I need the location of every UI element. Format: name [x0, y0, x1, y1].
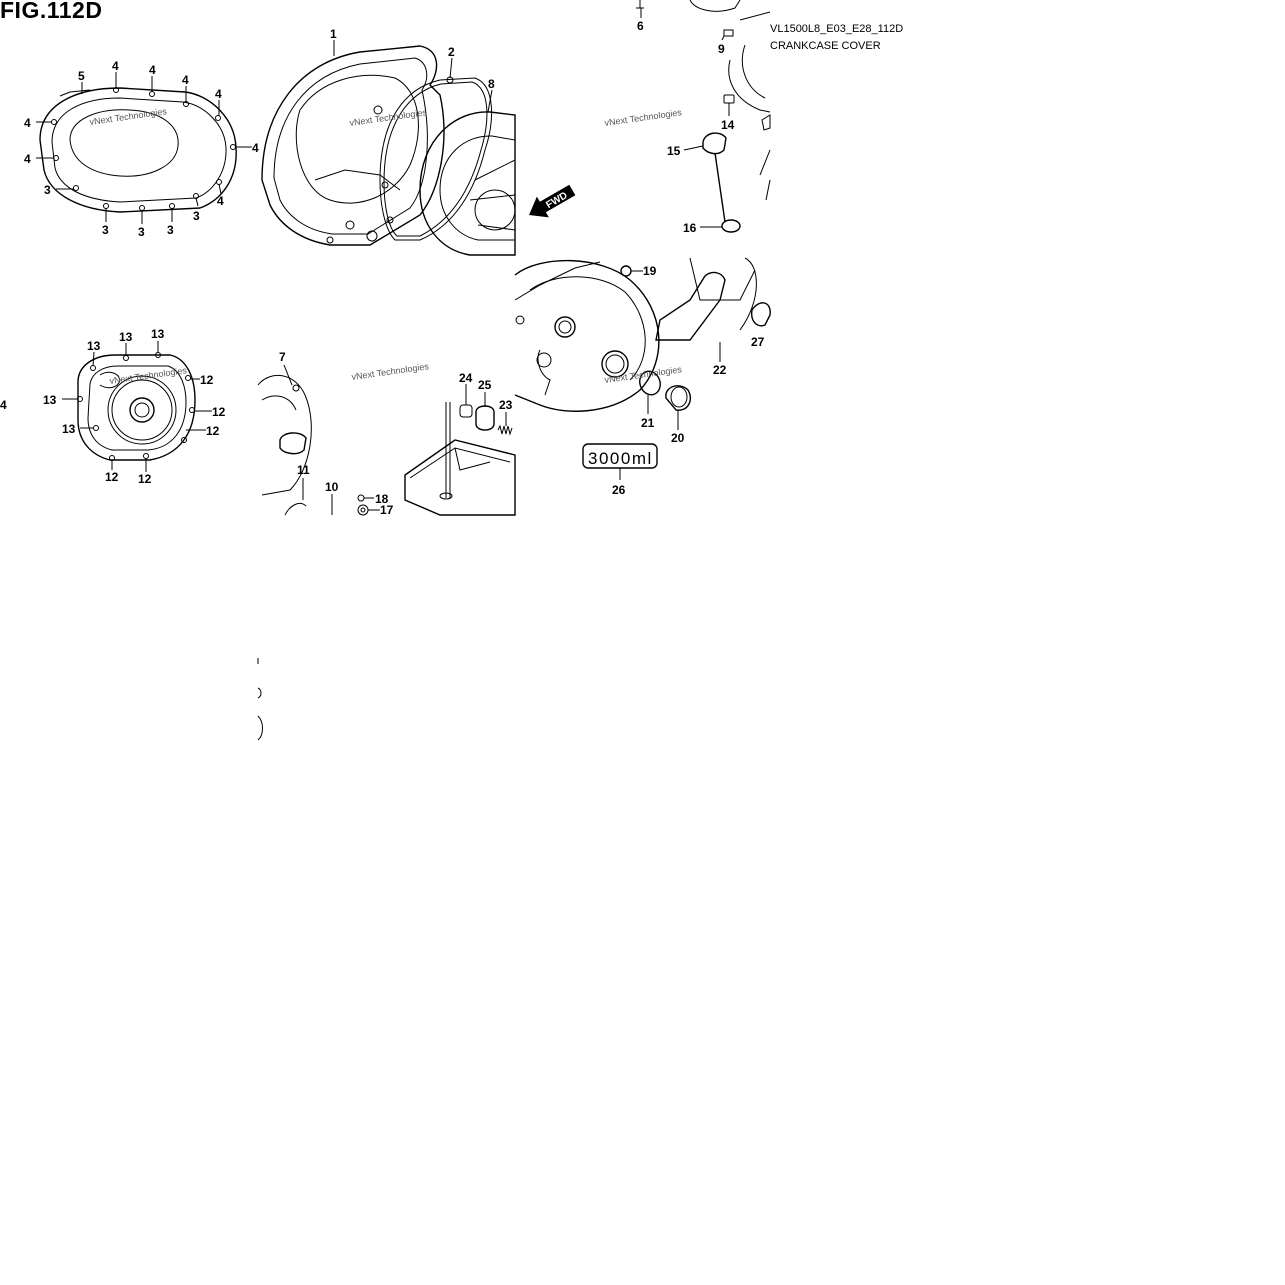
- watermark-4: vNext Technologies: [109, 365, 188, 386]
- callout-4-edge: 4: [0, 398, 7, 412]
- callout-17: 17: [380, 503, 394, 517]
- clutch-plate: [419, 111, 516, 256]
- watermark-2: vNext Technologies: [349, 107, 428, 128]
- callout-4f: 4: [217, 194, 224, 208]
- top-right-parts: 6 9 14 15 16: [636, 0, 771, 235]
- callout-12c: 12: [206, 424, 220, 438]
- generator-cover-labels: 13 13 13 13 13 12 12 12 12 12 4: [0, 327, 226, 486]
- callout-11: 11: [297, 463, 310, 477]
- forward-arrow: FWD: [529, 184, 576, 218]
- callout-16: 16: [683, 221, 697, 235]
- callout-13b: 13: [119, 330, 133, 344]
- watermark-3: vNext Technologies: [604, 107, 683, 128]
- watermark-6: vNext Technologies: [604, 364, 683, 385]
- callout-4d: 4: [215, 87, 222, 101]
- cover-gasket: [379, 77, 493, 241]
- stray-fragments: [257, 658, 263, 741]
- clutch-cover-outer: [39, 87, 237, 213]
- callout-3a: 3: [44, 183, 51, 197]
- callout-12e: 12: [138, 472, 152, 486]
- callout-12a: 12: [200, 373, 214, 387]
- callout-3b: 3: [102, 223, 109, 237]
- watermark-5: vNext Technologies: [351, 361, 430, 382]
- crankcase-right: 19 22 27 21 20: [514, 257, 771, 445]
- callout-10: 10: [325, 480, 339, 494]
- callout-5: 5: [78, 69, 85, 83]
- callout-25: 25: [478, 378, 492, 392]
- callout-13e: 13: [62, 422, 76, 436]
- inner-cover-labels: 1 2 8: [330, 27, 495, 113]
- clutch-cover-outer-labels: 4 5 4 4 4 4 4 4 4 3 3 3 3 3: [24, 59, 259, 239]
- callout-21: 21: [641, 416, 655, 430]
- callout-3c: 3: [138, 225, 145, 239]
- callout-4a: 4: [112, 59, 119, 73]
- callout-24: 24: [459, 371, 473, 385]
- diagram-subtitle: CRANKCASE COVER: [770, 40, 881, 52]
- callout-20: 20: [671, 431, 685, 445]
- callout-4h: 4: [24, 152, 31, 166]
- callout-6: 6: [637, 19, 644, 33]
- middle-center-parts: 7 11 10 18 17 24 25: [257, 350, 516, 517]
- figure-title: FIG.112D: [0, 0, 103, 23]
- callout-3d: 3: [167, 223, 174, 237]
- callout-18: 18: [375, 492, 389, 506]
- callout-15: 15: [667, 144, 681, 158]
- oil-capacity-label: 3000ml 26: [582, 443, 658, 497]
- generator-cover: [77, 352, 196, 461]
- callout-12d: 12: [105, 470, 119, 484]
- capacity-text: 3000ml: [588, 449, 653, 468]
- callout-26: 26: [612, 483, 626, 497]
- callout-12b: 12: [212, 405, 226, 419]
- callout-4b: 4: [149, 63, 156, 77]
- callout-13d: 13: [43, 393, 57, 407]
- callout-4c: 4: [182, 73, 189, 87]
- callout-4e: 4: [252, 141, 259, 155]
- callout-13c: 13: [151, 327, 165, 341]
- callout-13a: 13: [87, 339, 101, 353]
- watermark-1: vNext Technologies: [89, 106, 168, 127]
- forward-label: FWD: [544, 190, 569, 211]
- callout-7: 7: [279, 350, 286, 364]
- callout-4g: 4: [24, 116, 31, 130]
- callout-1: 1: [330, 27, 337, 41]
- callout-9: 9: [718, 42, 725, 56]
- callout-19: 19: [643, 264, 657, 278]
- callout-27: 27: [751, 335, 765, 349]
- callout-2: 2: [448, 45, 455, 59]
- callout-8: 8: [488, 77, 495, 91]
- callout-22: 22: [713, 363, 727, 377]
- callout-3e: 3: [193, 209, 200, 223]
- callout-23: 23: [499, 398, 513, 412]
- callout-14: 14: [721, 118, 735, 132]
- diagram-code: VL1500L8_E03_E28_112D: [770, 23, 904, 35]
- crankcase-cover-inner: [261, 45, 445, 246]
